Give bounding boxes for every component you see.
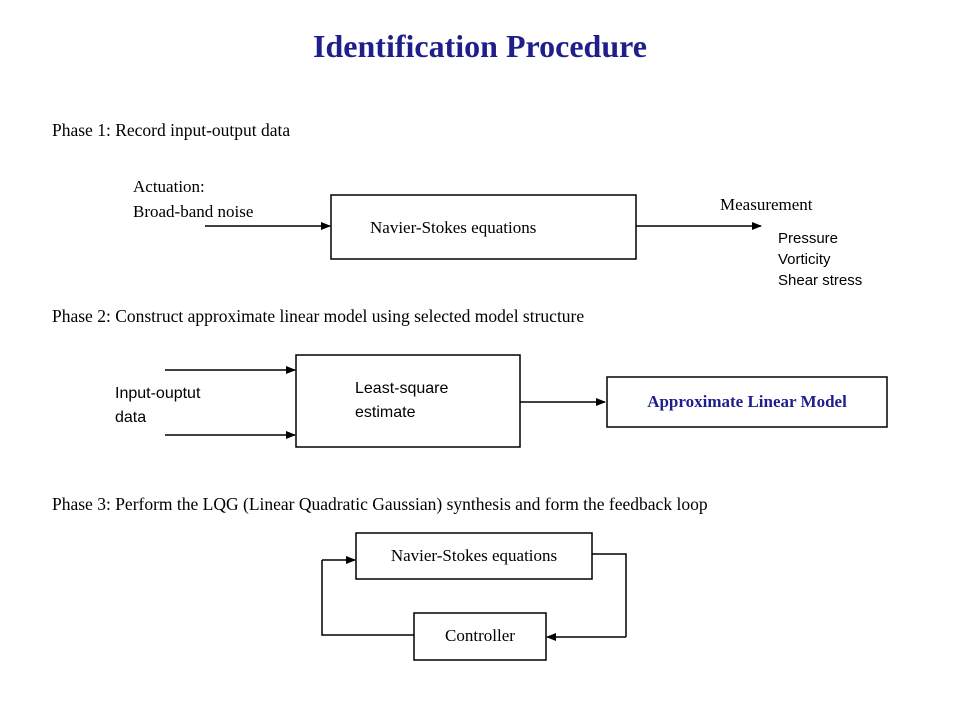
feedback-right-path — [592, 553, 627, 637]
output-pressure: Pressure — [778, 230, 839, 247]
phase1-heading: Phase 1: Record input-output data — [52, 120, 291, 140]
output-shear-stress: Shear stress — [778, 272, 863, 289]
phase2-heading: Phase 2: Construct approximate linear mo… — [52, 306, 585, 326]
least-square-label: Least-square — [355, 380, 449, 397]
phase1-block-box — [330, 194, 637, 260]
actuation-type-label: Broad-band noise — [133, 202, 254, 221]
feedback-left-path — [321, 560, 414, 636]
approximate-linear-model-label: Approximate Linear Model — [647, 392, 847, 411]
input-data-label: Input-ouptut — [115, 385, 201, 402]
estimate-label: estimate — [355, 404, 416, 421]
actuation-label: Actuation: — [133, 177, 205, 196]
phase1-block-label: Navier-Stokes equations — [370, 218, 537, 237]
plant-label: Navier-Stokes equations — [390, 546, 558, 565]
page-title: Identification Procedure — [313, 28, 647, 64]
plant-box — [355, 532, 593, 580]
measurement-label: Measurement — [720, 195, 813, 214]
phase2-block-box — [295, 354, 521, 448]
controller-label: Controller — [445, 626, 515, 645]
phase3-heading: Phase 3: Perform the LQG (Linear Quadrat… — [52, 494, 708, 514]
output-vorticity: Vorticity — [778, 251, 831, 268]
model-box — [606, 376, 888, 428]
input-data-label-line2: data — [115, 409, 147, 426]
